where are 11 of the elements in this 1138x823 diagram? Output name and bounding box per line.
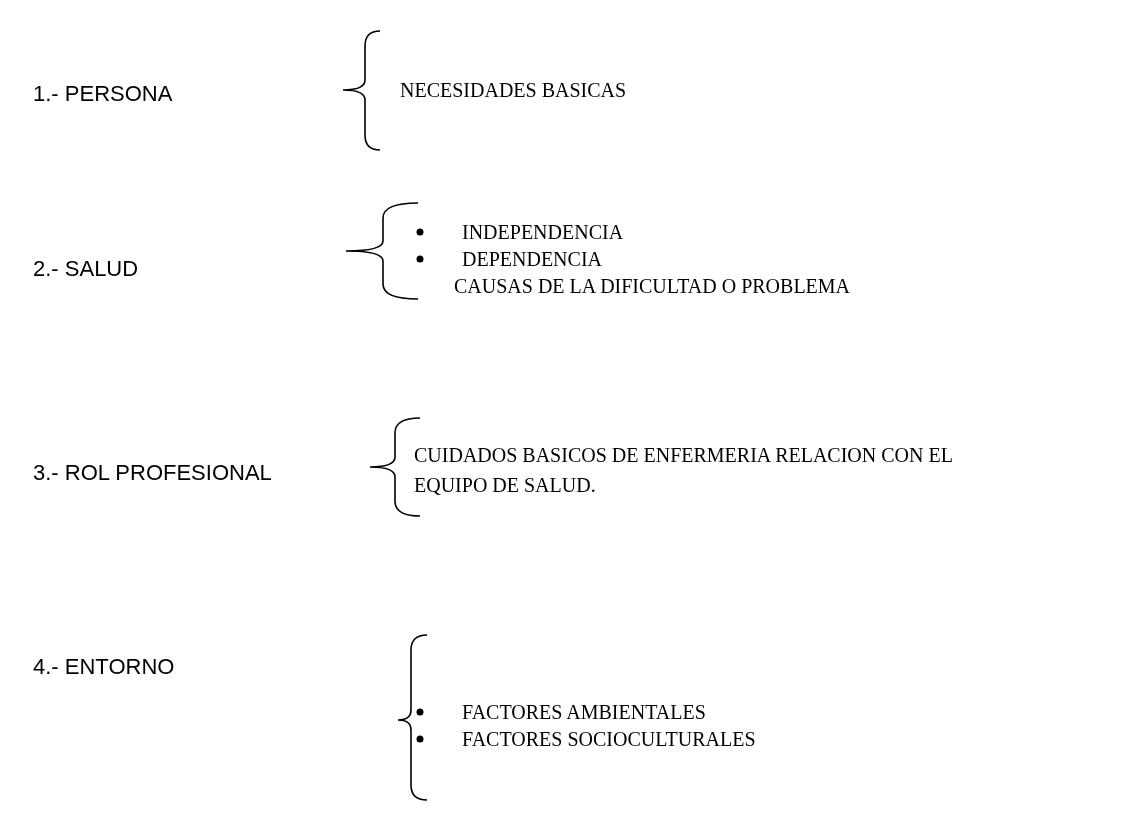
concept-heading: 3.- ROL PROFESIONAL <box>33 462 272 484</box>
list-item: FACTORES SOCIOCULTURALES <box>462 728 756 750</box>
concept-heading: 2.- SALUD <box>33 258 139 280</box>
list-item: DEPENDENCIA <box>462 248 602 270</box>
concept-heading: 1.- PERSONA <box>33 83 173 105</box>
concept-heading: 4.- ENTORNO <box>33 656 175 678</box>
description-text: CUIDADOS BASICOS DE ENFERMERIA RELACION CON EL EQUIPO DE SALUD. <box>414 443 954 498</box>
description-text: NECESIDADES BASICAS <box>400 79 627 101</box>
list-item: INDEPENDENCIA <box>462 221 624 243</box>
description-text: CAUSAS DE LA DIFICULTAD O PROBLEMA <box>454 275 851 297</box>
list-item: FACTORES AMBIENTALES <box>462 701 706 723</box>
